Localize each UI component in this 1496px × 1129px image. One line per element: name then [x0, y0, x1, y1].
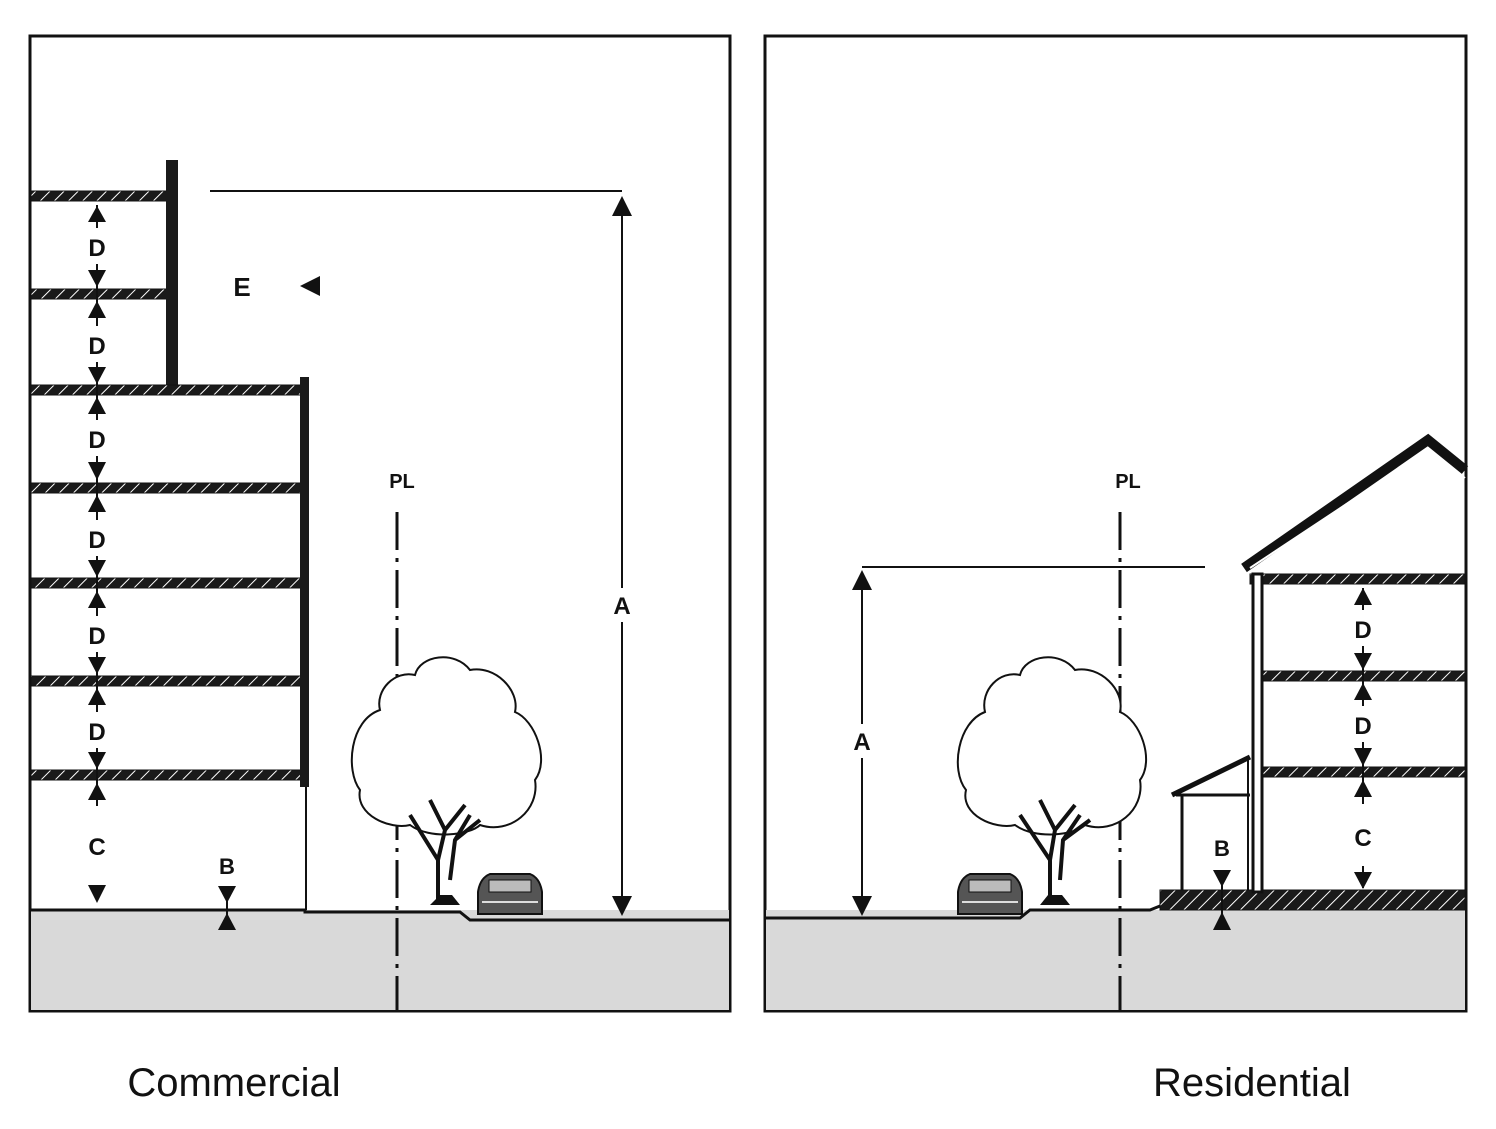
commercial-a-bottom-arrow-icon — [612, 896, 632, 916]
commercial-panel: D D D D D D C E B PL A — [28, 34, 732, 1105]
residential-panel: D D C B PL A Residenti — [763, 34, 1469, 1105]
commercial-caption: Commercial — [127, 1061, 340, 1105]
commercial-d-label: D — [88, 623, 105, 650]
residential-a-bottom-arrow-icon — [852, 896, 872, 916]
car-icon — [957, 873, 1023, 915]
residential-ground — [766, 910, 1465, 1010]
commercial-c-label: C — [88, 834, 105, 861]
commercial-d-label: D — [88, 527, 105, 554]
commercial-frame — [28, 34, 732, 1013]
residential-b-dimension — [1213, 870, 1231, 930]
residential-frame — [763, 34, 1468, 1013]
residential-floor-dimensions — [1348, 588, 1378, 889]
residential-a-label: A — [853, 729, 870, 756]
residential-d-label: D — [1354, 617, 1371, 644]
commercial-d-label: D — [88, 427, 105, 454]
commercial-e-label: E — [233, 272, 250, 302]
commercial-building — [30, 160, 309, 910]
commercial-d-label: D — [88, 333, 105, 360]
commercial-ground — [31, 910, 729, 1010]
car-icon — [477, 873, 543, 915]
tree-icon — [956, 656, 1148, 905]
residential-a-top-arrow-icon — [852, 570, 872, 590]
residential-caption: Residential — [1153, 1061, 1351, 1105]
commercial-a-label: A — [613, 593, 630, 620]
residential-d-label: D — [1354, 713, 1371, 740]
stepback-arrow-icon — [300, 276, 320, 296]
commercial-a-top-arrow-icon — [612, 196, 632, 216]
commercial-grade-line — [31, 908, 729, 922]
residential-b-label: B — [1214, 836, 1230, 861]
commercial-d-label: D — [88, 719, 105, 746]
residential-c-label: C — [1354, 825, 1371, 852]
residential-pl-label: PL — [1115, 471, 1141, 493]
commercial-floor-dimensions — [80, 205, 114, 903]
commercial-d-label: D — [88, 235, 105, 262]
commercial-b-dimension — [218, 886, 236, 930]
commercial-b-label: B — [219, 854, 235, 879]
residential-house — [1159, 433, 1469, 911]
commercial-pl-label: PL — [389, 471, 415, 493]
tree-icon — [350, 656, 543, 905]
